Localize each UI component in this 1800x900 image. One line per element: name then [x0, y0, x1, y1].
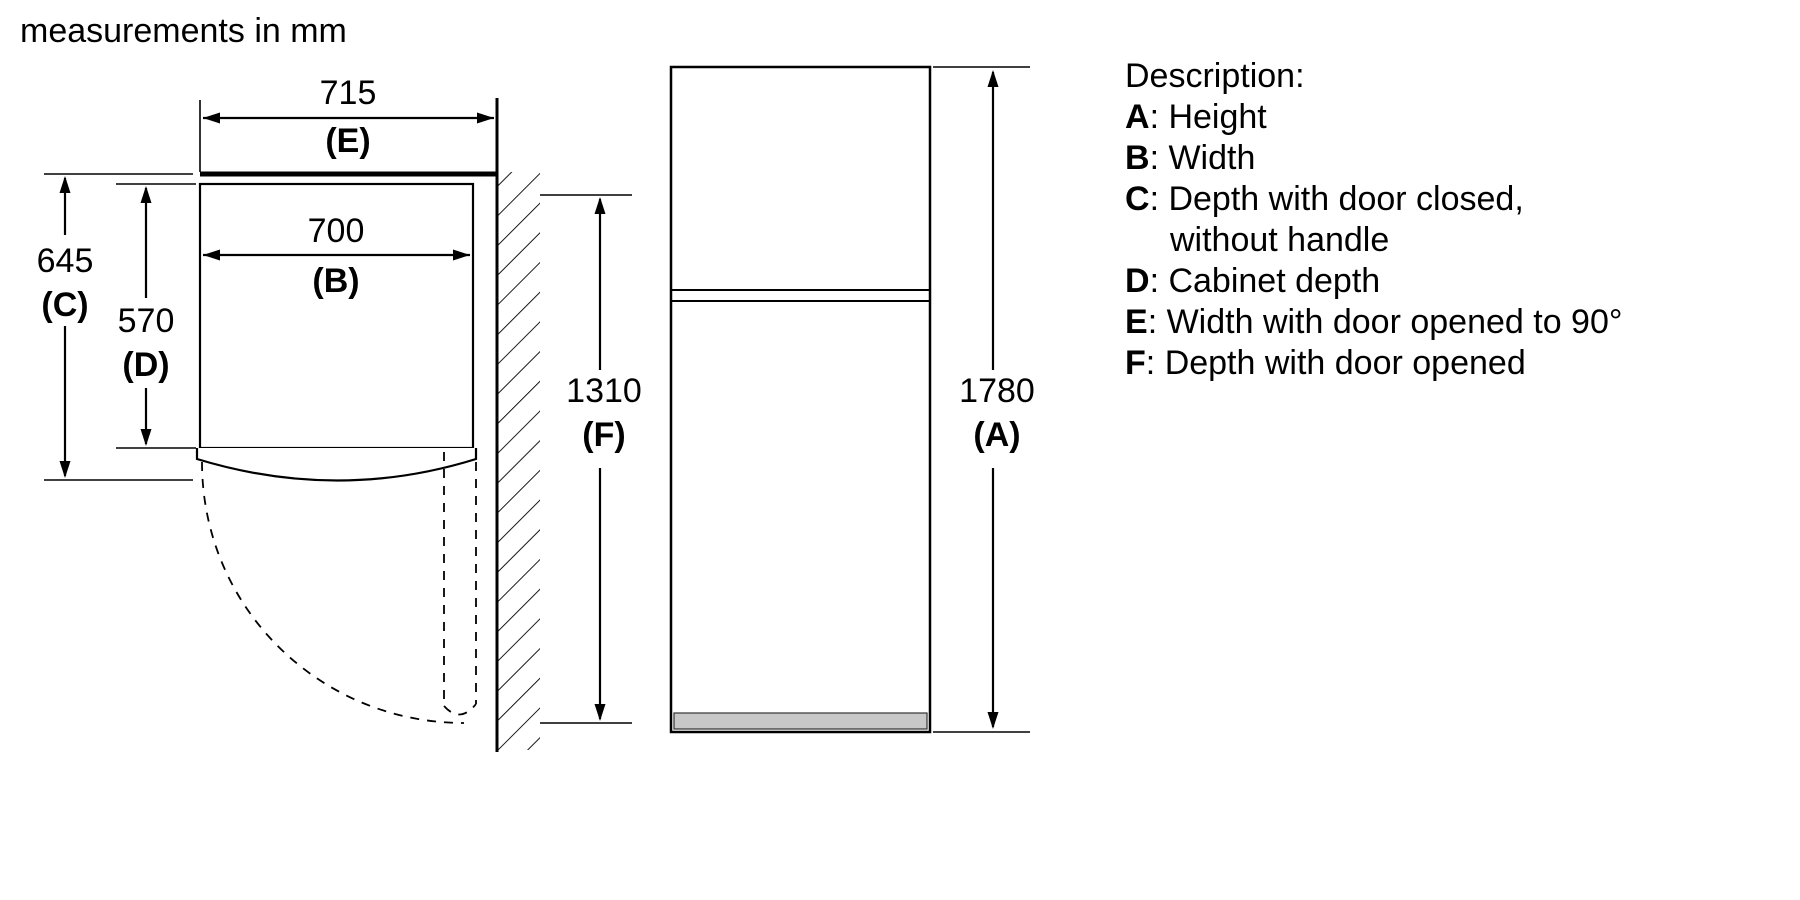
legend-item-c-continued: without handle — [1170, 221, 1390, 259]
legend-text-e: Width with door opened to 90° — [1166, 303, 1623, 341]
dimension-a: 1780 (A) — [933, 66, 1035, 733]
legend-separator: : — [1149, 139, 1169, 177]
wall-hatching — [498, 172, 540, 750]
legend-item-e: E: Width with door opened to 90° — [1125, 302, 1622, 343]
legend-key-c: C — [1125, 180, 1150, 218]
arrow-down-icon — [140, 429, 152, 446]
arrow-down-icon — [59, 461, 71, 478]
dim-f-label: (F) — [582, 416, 625, 454]
arrow-down-icon — [594, 704, 606, 721]
dim-e-value: 715 — [320, 74, 377, 112]
arrow-up-icon — [594, 197, 606, 214]
legend-separator: : — [1149, 180, 1169, 218]
dim-f-value: 1310 — [566, 372, 642, 410]
arrow-right-icon — [477, 112, 494, 124]
arrow-left-icon — [203, 249, 220, 261]
fridge-front-outline — [669, 65, 932, 734]
top-view: 715 (E) 700 (B) 645 (C) — [37, 74, 642, 752]
dim-d-label: (D) — [122, 346, 169, 384]
legend-text-d: Cabinet depth — [1168, 262, 1381, 300]
dimension-e: 715 (E) — [199, 74, 494, 172]
dimension-b: 700 (B) — [203, 212, 470, 300]
legend-item-b: B: Width — [1125, 138, 1622, 179]
dimension-f: 1310 (F) — [540, 194, 642, 724]
wall — [495, 98, 540, 752]
dim-a-value: 1780 — [959, 372, 1035, 410]
legend-separator: : — [1147, 303, 1167, 341]
dim-d-value: 570 — [118, 302, 175, 340]
legend-item-c: C: Depth with door closed, — [1125, 179, 1622, 220]
door-opened-front — [443, 703, 477, 716]
dim-c-label: (C) — [41, 286, 88, 324]
legend-key-d: D — [1125, 262, 1150, 300]
legend-key-f: F — [1125, 344, 1146, 382]
dim-e-label: (E) — [325, 122, 370, 160]
door-swing-arc — [201, 461, 465, 724]
legend-heading: Description: — [1125, 57, 1305, 95]
dimension-d: 570 (D) — [116, 183, 196, 449]
dim-b-label: (B) — [312, 262, 359, 300]
legend: Description: A: Height B: Width C: Depth… — [1125, 56, 1622, 384]
dim-a-label: (A) — [973, 416, 1020, 454]
legend-text-a: Height — [1168, 98, 1267, 136]
dim-c-value: 645 — [37, 242, 94, 280]
legend-item-f: F: Depth with door opened — [1125, 343, 1622, 384]
legend-separator: : — [1149, 262, 1169, 300]
legend-key-e: E — [1125, 303, 1148, 341]
plinth — [673, 712, 928, 730]
dimension-c: 645 (C) — [37, 173, 193, 481]
legend-text-b: Width — [1168, 139, 1256, 177]
legend-separator: : — [1145, 344, 1165, 382]
arrow-left-icon — [203, 112, 220, 124]
arrow-up-icon — [59, 176, 71, 193]
legend-text-f: Depth with door opened — [1164, 344, 1526, 382]
legend-key-b: B — [1125, 139, 1150, 177]
legend-item-a: A: Height — [1125, 97, 1622, 138]
dim-b-value: 700 — [308, 212, 365, 250]
front-view: 1780 (A) — [669, 65, 1035, 734]
legend-text-c: Depth with door closed, — [1168, 180, 1524, 218]
arrow-right-icon — [453, 249, 470, 261]
diagram-title: measurements in mm — [20, 12, 347, 50]
door-closed — [195, 448, 478, 482]
arrow-down-icon — [987, 712, 999, 729]
arrow-up-icon — [987, 70, 999, 87]
arrow-up-icon — [140, 186, 152, 203]
legend-separator: : — [1149, 98, 1169, 136]
legend-item-d: D: Cabinet depth — [1125, 261, 1622, 302]
legend-key-a: A — [1125, 98, 1150, 136]
door-opened-dashed — [201, 452, 477, 724]
